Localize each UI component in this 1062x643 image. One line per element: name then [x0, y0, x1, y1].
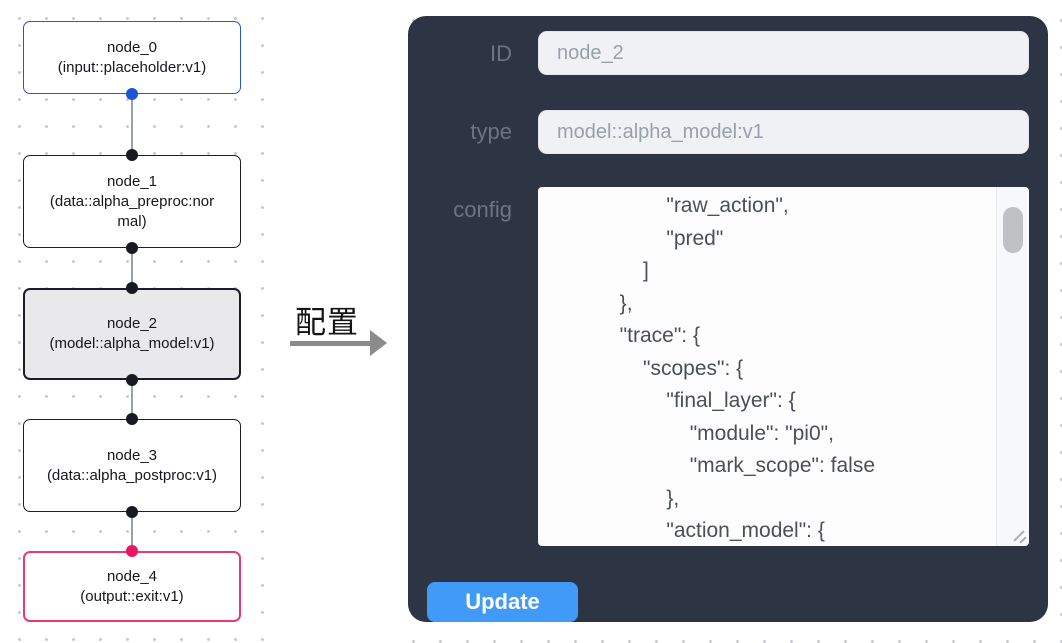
node-node_4[interactable]: node_4 (output::exit:v1) [23, 551, 241, 622]
node-title: node_4 [106, 567, 158, 585]
node-title: node_0 [106, 38, 158, 56]
port-node_3-out[interactable] [126, 506, 138, 518]
port-node_2-in[interactable] [126, 282, 138, 294]
config-json-line: ] [538, 259, 649, 282]
config-json-line: "scopes": { [538, 356, 744, 380]
type-input[interactable]: model::alpha_model:v1 [538, 110, 1029, 154]
arrow-right-icon [370, 330, 387, 356]
config-json-line: "trace": { [538, 324, 700, 347]
resize-handle-icon[interactable] [1019, 536, 1027, 544]
node-node_2-selected[interactable]: node_2 (model::alpha_model:v1) [23, 288, 241, 380]
node-title: node_3 [106, 446, 158, 464]
port-node_1-out[interactable] [126, 242, 138, 254]
config-json-line: }, [538, 486, 680, 510]
node-title: node_1 [106, 172, 158, 190]
port-node_2-out[interactable] [126, 374, 138, 386]
update-button[interactable]: Update [427, 582, 578, 622]
config-json-line: "mark_scope": false [538, 454, 876, 477]
config-json-line: "module": "pi0", [538, 421, 834, 445]
port-node_1-in[interactable] [126, 149, 138, 161]
id-field-label: ID [490, 41, 512, 66]
node-node_3[interactable]: node_3 (data::alpha_postproc:v1) [23, 419, 241, 512]
edge-node_1-node_2 [131, 248, 133, 288]
type-field-label: type [470, 119, 512, 144]
config-json-textarea[interactable]: "raw_action", "pred" ] }, "trace": { "sc… [538, 187, 1029, 546]
config-json-line: "pred" [538, 226, 724, 250]
node-type: (data::alpha_preproc:normal) [49, 192, 215, 230]
port-node_0-out[interactable] [126, 88, 138, 100]
node-config-panel: ID node_2 type model::alpha_model:v1 con… [408, 16, 1048, 622]
config-json-content: "raw_action", "pred" ] }, "trace": { "sc… [538, 190, 995, 546]
edge-node_0-node_1 [131, 94, 133, 155]
node-node_1[interactable]: node_1 (data::alpha_preproc:normal) [23, 155, 241, 248]
edge-node_2-node_3 [131, 380, 133, 419]
edge-node_3-node_4 [131, 512, 133, 551]
config-scrollbar-track[interactable] [996, 187, 1029, 546]
node-node_0[interactable]: node_0 (input::placeholder:v1) [23, 21, 241, 94]
config-json-line: "raw_action", [538, 194, 789, 217]
node-type: (model::alpha_model:v1) [49, 335, 215, 352]
id-input[interactable]: node_2 [538, 31, 1029, 75]
arrow-line [290, 341, 372, 346]
config-json-line: }, [538, 291, 633, 315]
port-node_4-in[interactable] [126, 545, 138, 557]
node-type: (output::exit:v1) [80, 587, 184, 605]
config-json-line: "final_layer": { [538, 389, 796, 412]
node-type: (input::placeholder:v1) [57, 58, 207, 76]
config-annotation-label: 配置 [295, 305, 359, 340]
port-node_3-in[interactable] [126, 413, 138, 425]
node-title: node_2 [106, 315, 158, 332]
config-field-label: config [453, 197, 512, 222]
config-scrollbar-thumb[interactable] [1003, 207, 1023, 253]
node-type: (data::alpha_postproc:v1) [46, 466, 218, 484]
config-json-line: "action_model": { [538, 519, 825, 542]
